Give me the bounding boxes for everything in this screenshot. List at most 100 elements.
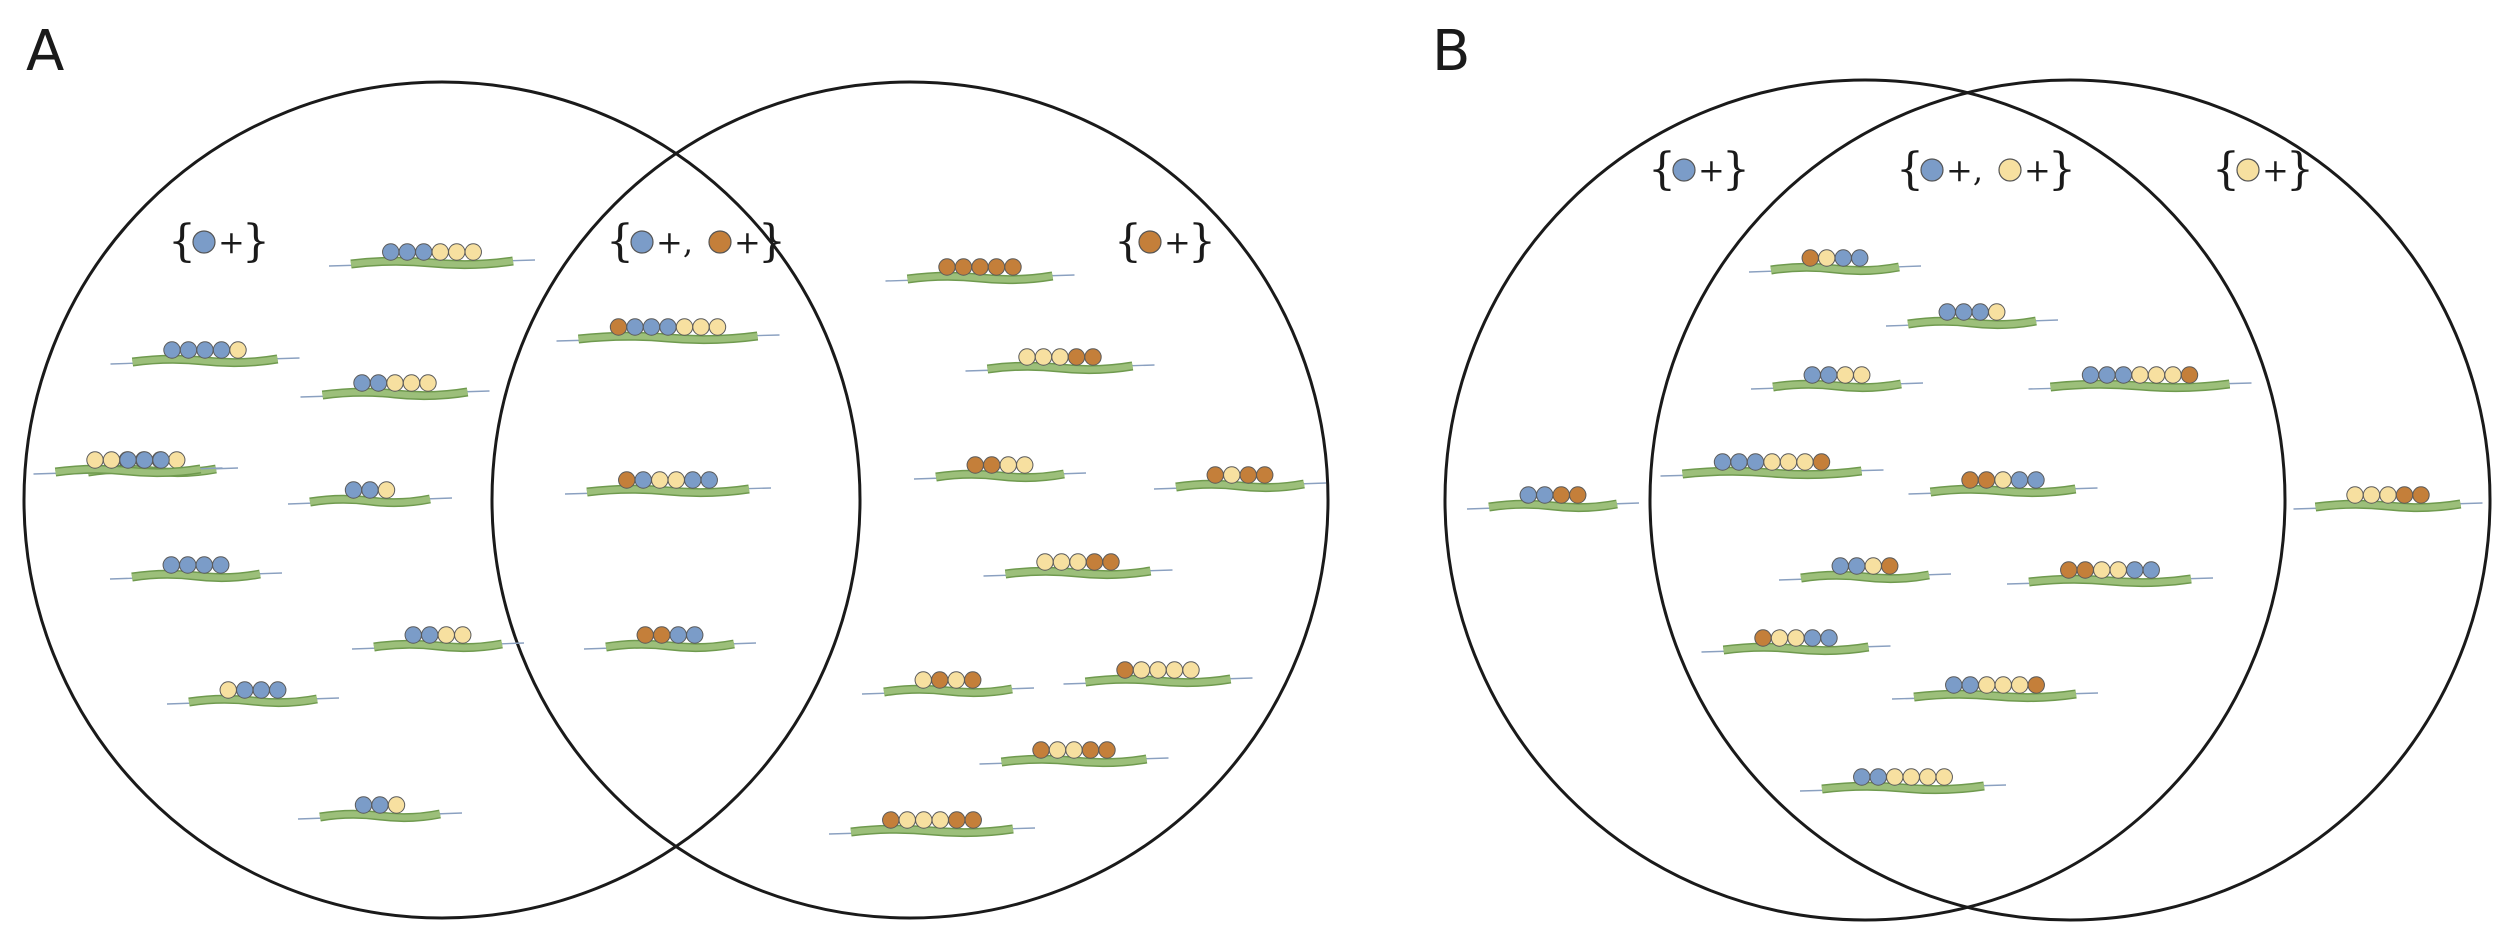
blue-nucleosome-icon (354, 796, 373, 814)
orange-nucleosome-icon (1256, 466, 1274, 484)
yellow-nucleosome-icon (431, 243, 449, 261)
blue-nucleosome-icon (1848, 557, 1866, 575)
yellow-nucleosome-icon (1763, 453, 1781, 471)
blue-nucleosome-icon (626, 318, 644, 336)
yellow-nucleosome-icon (1902, 768, 1920, 786)
blue-nucleosome-icon (2081, 366, 2100, 384)
set-label: {+} (1648, 144, 1750, 195)
blue-nucleosome-icon (1730, 453, 1748, 471)
chromatin-molecule (913, 456, 1087, 483)
yellow-nucleosome-icon (675, 318, 694, 336)
chromatin-molecule (166, 681, 340, 708)
yellow-nucleosome-icon (667, 471, 685, 489)
orange-nucleosome-icon (708, 230, 732, 254)
blue-nucleosome-icon (1961, 676, 1979, 694)
orange-nucleosome-icon (2180, 366, 2199, 384)
panel-b-right-circle (1648, 78, 2492, 922)
yellow-nucleosome-icon (1182, 661, 1200, 679)
chromatin-molecule (828, 811, 1036, 838)
yellow-nucleosome-icon (419, 374, 437, 392)
orange-nucleosome-icon (2076, 561, 2094, 579)
yellow-nucleosome-icon (915, 811, 933, 829)
yellow-nucleosome-icon (651, 471, 669, 489)
chromatin-molecule (300, 374, 490, 401)
close-brace: } (1188, 216, 1216, 267)
strand (586, 486, 750, 496)
panel-a-right-circle (490, 80, 1330, 920)
yellow-nucleosome-icon (86, 451, 104, 469)
yellow-nucleosome-icon (229, 341, 247, 359)
strand (1930, 486, 2076, 496)
chromatin-molecule (287, 481, 453, 508)
yellow-nucleosome-icon (454, 626, 472, 644)
strand (1821, 783, 1985, 793)
yellow-nucleosome-icon (1994, 471, 2012, 489)
blue-nucleosome-icon (382, 243, 400, 261)
blue-nucleosome-icon (1853, 768, 1871, 786)
orange-nucleosome-icon (1102, 553, 1120, 571)
yellow-nucleosome-icon (1864, 557, 1882, 575)
yellow-nucleosome-icon (1836, 366, 1854, 384)
strand (578, 333, 758, 343)
yellow-nucleosome-icon (2093, 561, 2111, 579)
set-token-suffix: + (1164, 223, 1191, 261)
orange-nucleosome-icon (964, 671, 982, 689)
blue-nucleosome-icon (1851, 249, 1869, 267)
orange-nucleosome-icon (636, 626, 654, 644)
yellow-nucleosome-icon (387, 796, 406, 814)
chromatin-molecule (351, 626, 525, 653)
chromatin-molecule (328, 243, 536, 270)
yellow-nucleosome-icon (386, 374, 404, 392)
strand (322, 389, 468, 399)
yellow-nucleosome-icon (2362, 486, 2381, 504)
blue-nucleosome-icon (1519, 486, 1537, 504)
yellow-nucleosome-icon (2131, 366, 2149, 384)
open-brace: { (1896, 144, 1924, 195)
blue-nucleosome-icon (2114, 366, 2133, 384)
blue-nucleosome-icon (642, 318, 661, 336)
blue-nucleosome-icon (162, 556, 180, 574)
blue-nucleosome-icon (1971, 303, 1989, 321)
blue-nucleosome-icon (344, 481, 363, 499)
yellow-nucleosome-icon (1048, 741, 1067, 759)
yellow-nucleosome-icon (168, 451, 186, 469)
chromatin-molecule (885, 258, 1075, 285)
blue-nucleosome-icon (2126, 561, 2144, 579)
blue-nucleosome-icon (1536, 486, 1554, 504)
strand (309, 496, 431, 506)
strand (350, 258, 514, 268)
yellow-nucleosome-icon (1132, 661, 1151, 679)
blue-nucleosome-icon (1834, 249, 1852, 267)
yellow-nucleosome-icon (2109, 561, 2127, 579)
orange-nucleosome-icon (971, 258, 989, 276)
strand (1907, 318, 2037, 328)
chromatin-molecule (33, 451, 223, 478)
yellow-nucleosome-icon (1796, 453, 1814, 471)
blue-nucleosome-icon (152, 451, 170, 469)
strand (1085, 676, 1231, 686)
blue-nucleosome-icon (634, 471, 652, 489)
orange-nucleosome-icon (2412, 486, 2430, 504)
yellow-nucleosome-icon (1853, 366, 1871, 384)
yellow-nucleosome-icon (1036, 553, 1054, 571)
set-label: {+,+} (606, 216, 786, 267)
orange-nucleosome-icon (609, 318, 628, 336)
yellow-nucleosome-icon (1998, 158, 2022, 182)
orange-nucleosome-icon (1961, 471, 1979, 489)
yellow-nucleosome-icon (1779, 453, 1798, 471)
strand (1175, 481, 1305, 491)
open-brace: { (606, 216, 634, 267)
yellow-nucleosome-icon (2011, 676, 2029, 694)
yellow-nucleosome-icon (2147, 366, 2166, 384)
chromatin-molecule (2006, 561, 2214, 588)
yellow-nucleosome-icon (1886, 768, 1904, 786)
chromatin-molecule (2293, 486, 2483, 513)
yellow-nucleosome-icon (1034, 348, 1053, 366)
yellow-nucleosome-icon (692, 318, 710, 336)
chromatin-molecule (1701, 629, 1891, 656)
blue-nucleosome-icon (361, 481, 379, 499)
close-brace: } (2048, 144, 2076, 195)
yellow-nucleosome-icon (437, 626, 455, 644)
orange-nucleosome-icon (1881, 557, 1899, 575)
